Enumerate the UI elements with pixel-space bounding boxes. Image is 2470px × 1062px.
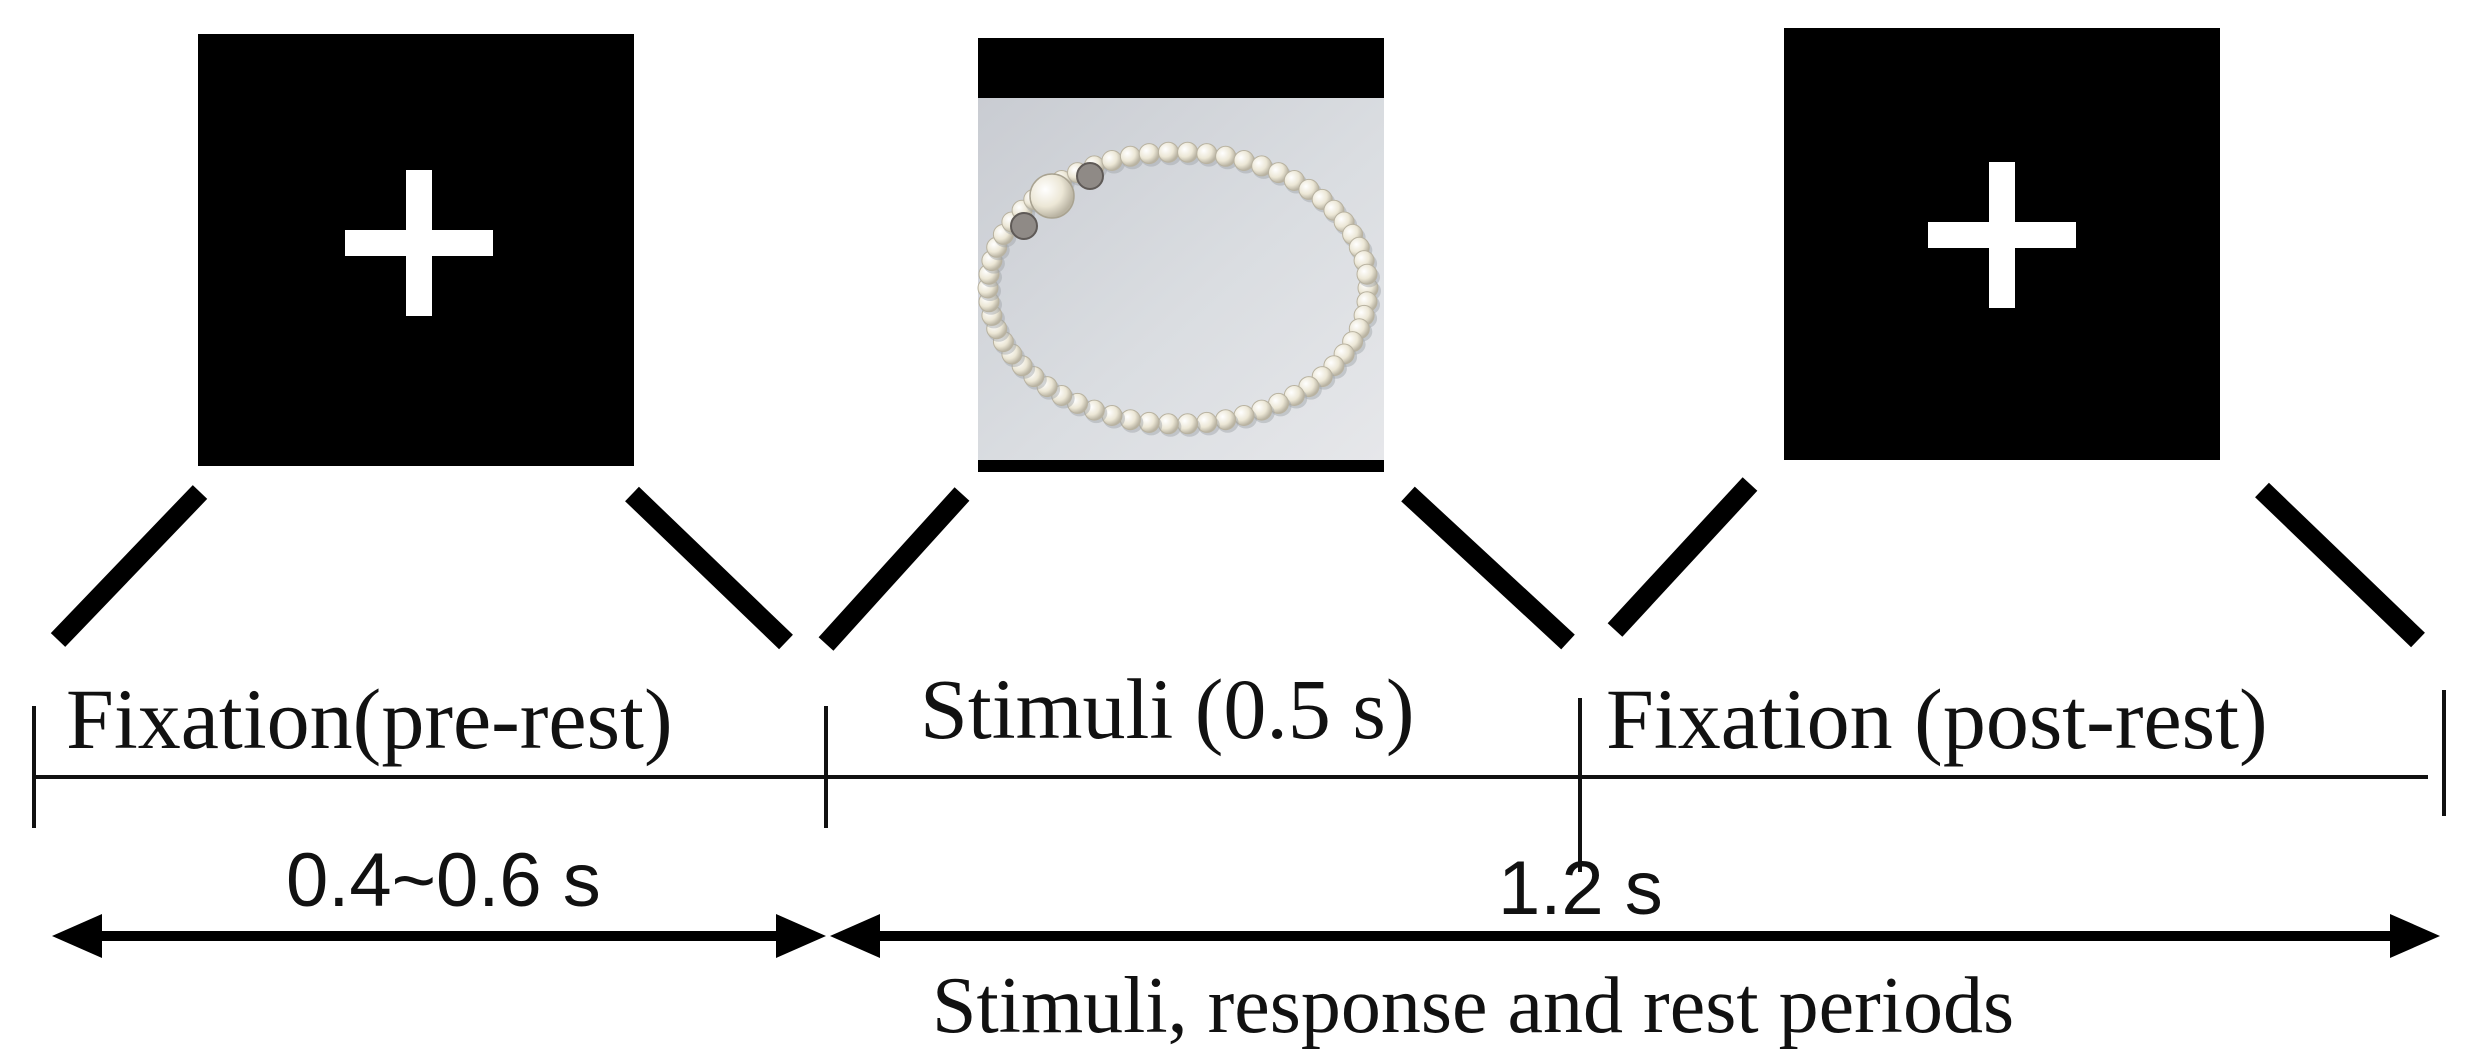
pearl-bracelet-icon: [977, 141, 1381, 437]
trial-caption: Stimuli, response and rest periods: [932, 962, 2014, 1050]
duration-arrow-pre-rest: [52, 914, 826, 958]
fixation-cross-icon: [345, 170, 493, 316]
phase-label-post-rest: Fixation (post-rest): [1606, 671, 2268, 767]
duration-arrow-trial: [830, 914, 2440, 958]
phase-label-stimuli: Stimuli (0.5 s): [920, 661, 1415, 757]
timeline-axis: [32, 690, 2446, 872]
duration-label-pre-rest: 0.4~0.6 s: [286, 838, 601, 923]
duration-label-trial: 1.2 s: [1498, 846, 1663, 931]
phase-label-pre-rest: Fixation(pre-rest): [66, 671, 673, 767]
panel-projection-lines: [50, 477, 2425, 651]
pre-fixation-panel: [198, 34, 634, 466]
post-fixation-panel: [1784, 28, 2220, 460]
stimulus-panel: [977, 38, 1384, 472]
fixation-cross-icon: [1928, 162, 2076, 308]
